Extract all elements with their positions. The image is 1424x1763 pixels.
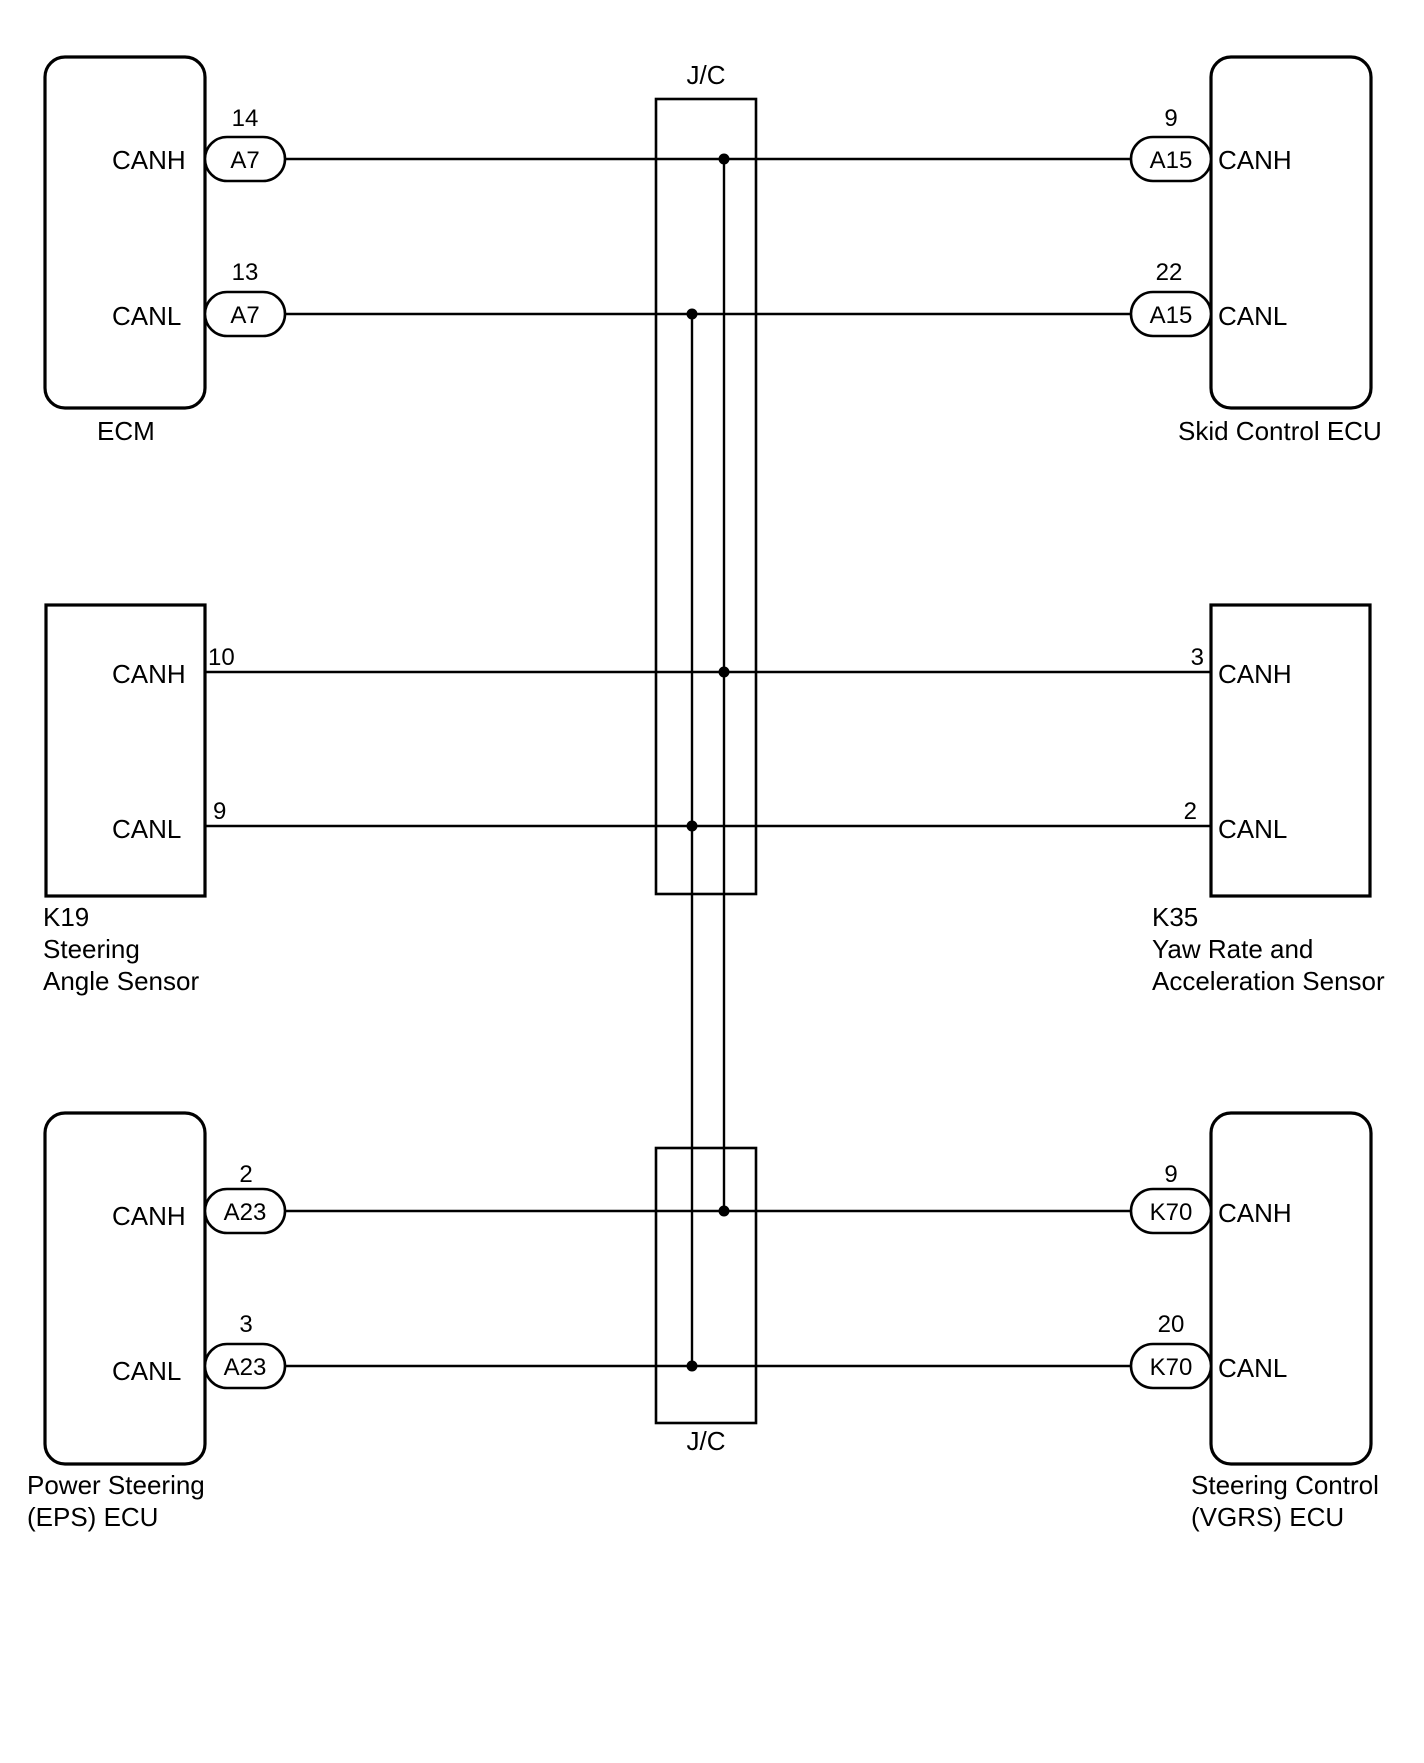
splice-dot [718, 153, 730, 165]
eps-ecu-name-line2: (EPS) ECU [27, 1502, 158, 1532]
splice-dot [718, 1205, 730, 1217]
vgrs-canh-pin: 9 [1164, 1161, 1177, 1188]
connector-pill [203, 1342, 287, 1390]
eps-ecu-name-line1: Power Steering [27, 1470, 205, 1500]
ecm-canh-pin: 14 [232, 105, 259, 132]
steering-angle-canh-label: CANH [112, 659, 186, 689]
yaw-rate-canh-label: CANH [1218, 659, 1292, 689]
ecm-canl-connector: A7 [230, 302, 259, 329]
junction-top-label: J/C [687, 60, 726, 90]
steering-angle-sensor-code: K19 [43, 902, 89, 932]
yaw-rate-sensor-box [1209, 603, 1372, 898]
eps-canh-connector: A23 [224, 1199, 267, 1226]
ecm-canl-pin: 13 [232, 259, 259, 286]
eps-canl-pin: 3 [239, 1311, 252, 1338]
ecm-box [43, 55, 207, 410]
vgrs-canh-label: CANH [1218, 1198, 1292, 1228]
skid-canl-connector: A15 [1150, 302, 1193, 329]
skid-canh-connector: A15 [1150, 147, 1193, 174]
steering-angle-canl-pin: 9 [213, 798, 226, 825]
ecm-canl-label: CANL [112, 301, 181, 331]
yaw-rate-sensor-name-line1: Yaw Rate and [1152, 934, 1313, 964]
connector-pill [1129, 135, 1213, 183]
splice-dot [686, 820, 698, 832]
vgrs-canl-pin: 20 [1158, 1311, 1185, 1338]
vgrs-ecu-name-line2: (VGRS) ECU [1191, 1502, 1344, 1532]
skid-control-ecu-name: Skid Control ECU [1178, 416, 1382, 446]
yaw-rate-canl-pin: 2 [1184, 798, 1197, 825]
eps-canl-connector: A23 [224, 1354, 267, 1381]
skid-canh-label: CANH [1218, 145, 1292, 175]
vgrs-canh-connector: K70 [1150, 1199, 1193, 1226]
skid-canl-pin: 22 [1156, 259, 1183, 286]
splice-dot [686, 308, 698, 320]
splice-dot [686, 1360, 698, 1372]
vgrs-ecu-box [1209, 1111, 1373, 1466]
eps-ecu-box [43, 1111, 207, 1466]
junction-bottom-label: J/C [687, 1426, 726, 1456]
connector-pill [203, 290, 287, 338]
splice-dot [718, 666, 730, 678]
junction-connector-top [654, 97, 758, 896]
skid-control-ecu-box [1209, 55, 1373, 410]
connector-pill [1129, 1187, 1213, 1235]
yaw-rate-sensor-name-line2: Acceleration Sensor [1152, 966, 1385, 996]
eps-canh-pin: 2 [239, 1161, 252, 1188]
steering-angle-canh-pin: 10 [208, 644, 235, 671]
vgrs-canl-label: CANL [1218, 1353, 1287, 1383]
steering-angle-sensor-name-line1: Steering [43, 934, 140, 964]
eps-canh-label: CANH [112, 1201, 186, 1231]
eps-canl-label: CANL [112, 1356, 181, 1386]
connector-pill [1129, 1342, 1213, 1390]
connector-pill [1129, 290, 1213, 338]
skid-canh-pin: 9 [1164, 105, 1177, 132]
vgrs-canl-connector: K70 [1150, 1354, 1193, 1381]
ecm-canh-label: CANH [112, 145, 186, 175]
yaw-rate-canl-label: CANL [1218, 814, 1287, 844]
steering-angle-sensor-name-line2: Angle Sensor [43, 966, 199, 996]
connector-pill [203, 1187, 287, 1235]
steering-angle-canl-label: CANL [112, 814, 181, 844]
ecm-name: ECM [97, 416, 155, 446]
steering-angle-sensor-box [44, 603, 207, 898]
connector-pill [203, 135, 287, 183]
yaw-rate-sensor-code: K35 [1152, 902, 1198, 932]
ecm-canh-connector: A7 [230, 147, 259, 174]
skid-canl-label: CANL [1218, 301, 1287, 331]
vgrs-ecu-name-line1: Steering Control [1191, 1470, 1379, 1500]
junction-connector-bottom [654, 1146, 758, 1425]
yaw-rate-canh-pin: 3 [1191, 644, 1204, 671]
